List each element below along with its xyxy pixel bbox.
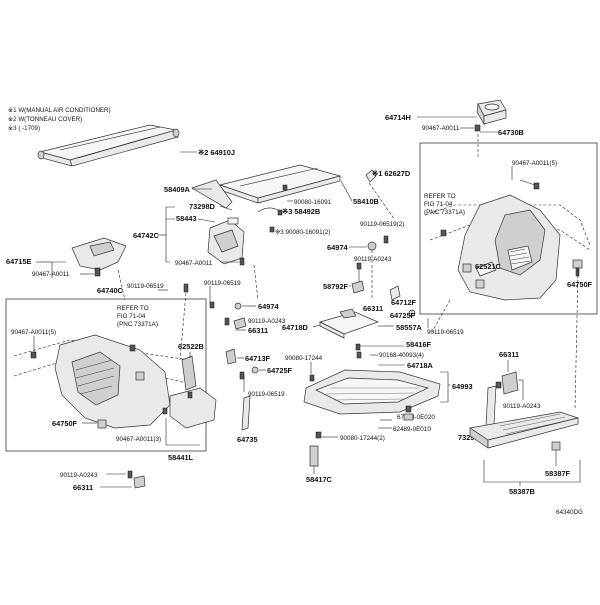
label-58417C: 58417C — [306, 475, 333, 484]
leader-lines — [117, 250, 451, 361]
parts-64713F-64735: 64713F 64725F 90119-06519 64735 — [225, 348, 293, 444]
refer-left-2: FIG 71-04 — [117, 313, 146, 320]
part-64714H: 64714H 90467-A0011 64730B — [385, 99, 524, 158]
figure-code: 64340DG — [556, 509, 583, 516]
label-67773: 67773-0E020 — [397, 414, 435, 421]
label-90467-a5-right: 90467-A0011(5) — [512, 160, 557, 167]
label-66311-right: 66311 — [499, 350, 519, 359]
label-64740C: 64740C — [97, 286, 124, 295]
label-66311-bl: 66311 — [73, 483, 93, 492]
part-64715E: 64715E 90467-A0011 64740C — [6, 237, 127, 295]
label-90467-c: 90467-A0011 — [32, 271, 70, 278]
label-90119-a0243-rr: 90119-A0243 — [503, 403, 541, 410]
refer-left-1: REFER TO — [117, 305, 149, 312]
label-90080-16091: 90080-16091 — [294, 199, 332, 206]
part-62627D: ※1 62627D — [365, 169, 411, 221]
label-64750F-right: 64750F — [567, 280, 593, 289]
label-58441L: 58441L — [168, 453, 194, 462]
label-66311-mid: 66311 — [363, 304, 383, 313]
refer-right-2: FIG 71-04 — [424, 201, 453, 208]
note-3: ※3 ( -1709) — [8, 125, 40, 132]
label-58416F: 58416F — [406, 340, 432, 349]
label-64713F: 64713F — [245, 354, 271, 363]
center-fasteners: 90119-06519 90119-06519 64974 90119-A024… — [127, 280, 286, 335]
label-64750F-left: 64750F — [52, 419, 78, 428]
left-panel-box: REFER TO FIG 71-04 (PNC 73371A) 90467-A0… — [5, 298, 217, 462]
legend-notes: ※1 W(MANUAL AIR CONDITIONER) ※2 W(TONNEA… — [8, 107, 111, 132]
label-90119-06519-b: 90119-06519 — [204, 280, 241, 287]
label-64735: 64735 — [237, 435, 258, 444]
label-64718D: 64718D — [282, 323, 309, 332]
label-64712F: 64712F — [391, 298, 417, 307]
label-90119-06519-c: 90119-06519 — [427, 329, 464, 336]
label-90080-16091-2: ※3 90080-16091(2) — [275, 229, 330, 236]
label-58792F: 58792F — [323, 282, 349, 291]
label-64725F-left: 64725F — [267, 366, 293, 375]
label-64714H: 64714H — [385, 113, 411, 122]
label-62627D: ※1 62627D — [372, 169, 411, 178]
deck-board-assembly: 58409A 90080-16091 58410B — [164, 164, 379, 209]
right-lower-parts: 66311 90119-A0243 73297E 58387F 58387B — [458, 269, 581, 496]
label-90168-40093: 90168-40093(4) — [379, 352, 424, 359]
refer-right-1: REFER TO — [424, 193, 456, 200]
label-90119-a0243-m: 90119-A0243 — [248, 318, 286, 325]
label-58387F: 58387F — [545, 469, 571, 478]
label-90467-a3: 90467-A0011(3) — [116, 436, 161, 443]
label-90467-b: 90467-A0011 — [175, 260, 213, 267]
part-64718D: 64718D 58557A — [282, 308, 423, 339]
middle-column-parts: 90119-06519(2) 64974 90119-A0243 58792F … — [323, 221, 464, 336]
label-64725F-right: 64725F — [390, 311, 416, 320]
label-90119-06519-2: 90119-06519(2) — [360, 221, 404, 228]
label-90119-06519-a: 90119-06519 — [127, 283, 164, 290]
label-64993: 64993 — [452, 382, 473, 391]
label-64718A: 64718A — [407, 361, 434, 370]
label-58409A: 58409A — [164, 185, 191, 194]
label-90119-a0243-bl: 90119-A0243 — [60, 472, 98, 479]
label-58443: 58443 — [176, 214, 197, 223]
label-64715E: 64715E — [6, 257, 32, 266]
bottom-left-fasteners: 90119-A0243 66311 — [60, 470, 146, 492]
note-1: ※1 W(MANUAL AIR CONDITIONER) — [8, 107, 111, 114]
label-73297E: 73297E — [458, 433, 484, 442]
label-90467-a: 90467-A0011 — [422, 125, 460, 132]
tray-assembly-64993: 58416F 90080-17244 90168-40093(4) 64718A… — [285, 340, 473, 484]
note-2: ※2 W(TONNEAU COVER) — [8, 116, 82, 123]
label-64910J: ※2 64910J — [198, 148, 235, 157]
right-panel-box: REFER TO FIG 71-04 (PNC 73371A) 90467-A0… — [419, 142, 598, 315]
label-58492B: ※3 58492B — [282, 207, 320, 216]
label-90467-a5-left: 90467-A0011(5) — [11, 329, 56, 336]
tonneau-cover: ※2 64910J — [37, 124, 235, 167]
label-58557A: 58557A — [396, 323, 423, 332]
label-64974-left: 64974 — [258, 302, 279, 311]
label-64974-right: 64974 — [327, 243, 348, 252]
label-62522B: 62522B — [178, 342, 204, 351]
label-90080-17244: 90080-17244 — [285, 355, 323, 362]
label-64742C: 64742C — [133, 231, 160, 240]
label-62489: 62489-0E010 — [393, 426, 431, 433]
refer-right-3: (PNC 73371A) — [424, 209, 465, 216]
label-58410B: 58410B — [353, 197, 379, 206]
bracket-group-64742C: 73298D 58443 64742C 90467-A0011 ※3 58492… — [133, 202, 330, 267]
label-73298D: 73298D — [189, 202, 216, 211]
label-58387B: 58387B — [509, 487, 535, 496]
refer-left-3: (PNC 73371A) — [117, 321, 158, 328]
label-90119-06519-d: 90119-06519 — [248, 391, 285, 398]
label-64730B: 64730B — [498, 128, 524, 137]
label-90080-17244-2: 90080-17244(2) — [340, 435, 385, 442]
label-66311-left: 66311 — [248, 326, 268, 335]
label-90119-a0243-r: 90119-A0243 — [354, 256, 392, 263]
label-62521C: 62521C — [475, 262, 502, 271]
